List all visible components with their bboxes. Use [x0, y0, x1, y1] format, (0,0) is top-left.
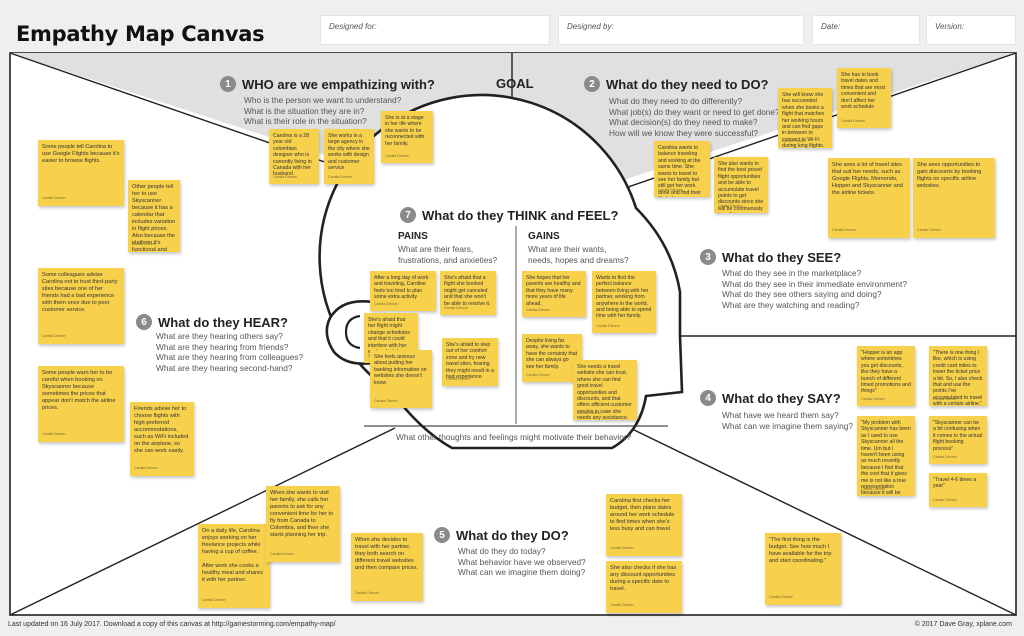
question: What are they watching and reading? — [722, 299, 860, 310]
do-heading: 5 What do they DO? — [434, 527, 569, 543]
sticky-note[interactable]: Some people warn her to be careful when … — [38, 366, 124, 442]
question: What do they see in their immediate envi… — [722, 278, 907, 289]
sticky-note[interactable]: She sees opportunities to gain discounts… — [913, 158, 995, 238]
sticky-note[interactable]: "Travel 4-6 times a year"Camila Dierzer — [929, 473, 987, 507]
heading-label: What do they SEE? — [722, 249, 842, 265]
sticky-note[interactable]: She works in a large agency in the city … — [324, 129, 374, 184]
hear-heading: 6 What do they HEAR? — [136, 314, 288, 330]
sticky-note[interactable]: Despite living far away, she wants to ha… — [522, 334, 582, 382]
page-title: Empathy Map Canvas — [16, 22, 265, 46]
sticky-note[interactable]: When she wants to visit her family, she … — [266, 486, 340, 562]
question: How will we know they were successful? — [609, 127, 758, 138]
sticky-note[interactable]: She is at a stage in her life where she … — [381, 111, 433, 163]
do-questions: What do they do today? What behavior hav… — [458, 546, 586, 578]
sticky-note[interactable]: When she decides to travel with her part… — [351, 533, 423, 601]
gains-title: GAINS — [528, 231, 560, 242]
sticky-note[interactable]: She also wants to find the best priced f… — [714, 157, 768, 213]
question: What are they hearing from friends? — [156, 341, 289, 352]
sticky-note[interactable]: She has to book travel dates and times t… — [837, 68, 891, 128]
think-feel-heading: 7 What do they THINK and FEEL? — [400, 207, 618, 223]
question: frustrations, and anxieties? — [398, 254, 498, 265]
sticky-note[interactable]: Friends advise her to choose flights wit… — [130, 402, 194, 476]
question: What decision(s) do they need to make? — [609, 117, 758, 128]
question: What are their fears, — [398, 244, 474, 254]
sticky-note[interactable]: Other people tell her to use Skyscanner … — [128, 180, 180, 252]
think-bottom-question: What other thoughts and feelings might m… — [396, 432, 632, 442]
say-questions: What have we heard them say? What can we… — [722, 410, 853, 431]
sticky-note[interactable]: "My problem with Skyscanner has been as … — [857, 416, 915, 496]
heading-label: WHO are we empathizing with? — [242, 76, 435, 92]
sticky-note[interactable]: She sees a lot of travel sites that suit… — [828, 158, 910, 238]
question: What have we heard them say? — [722, 410, 839, 420]
version-field[interactable]: Version: — [926, 15, 1016, 45]
question: What is the situation they are in? — [244, 105, 365, 116]
say-heading: 4 What do they SAY? — [700, 390, 841, 406]
who-heading: 1 WHO are we empathizing with? — [220, 76, 435, 92]
question: What can we imagine them saying? — [722, 420, 853, 431]
footer-left: Last updated on 16 July 2017. Download a… — [8, 621, 336, 628]
section-number: 4 — [700, 390, 716, 406]
question: What behavior have we observed? — [458, 556, 586, 567]
sticky-note[interactable]: Carolina is a 28 year old colombian desi… — [269, 129, 319, 184]
sticky-note[interactable]: Carolina first checks her budget, then p… — [606, 494, 682, 556]
see-questions: What do they see in the marketplace? Wha… — [722, 268, 907, 310]
designed-for-field[interactable]: Designed for: — [320, 15, 550, 45]
date-field[interactable]: Date: — [812, 15, 920, 45]
section-number: 5 — [434, 527, 450, 543]
sticky-note[interactable]: "Hopper is an app where sometimes you ge… — [857, 346, 915, 406]
sticky-note[interactable]: Wants to find the perfect balance betwee… — [592, 271, 656, 333]
question: What are they hearing from colleagues? — [156, 352, 304, 363]
section-number: 7 — [400, 207, 416, 223]
see-heading: 3 What do they SEE? — [700, 249, 841, 265]
question: Who is the person we want to understand? — [244, 95, 402, 105]
sticky-note[interactable]: On a daily life, Carolina enjoys working… — [198, 524, 270, 608]
question: What can we imagine them doing? — [458, 567, 586, 578]
question: What are they hearing others say? — [156, 331, 283, 341]
question: needs, hopes and dreams? — [528, 254, 629, 265]
question: What job(s) do they want or need to get … — [609, 106, 780, 117]
sticky-note[interactable]: After a long day of work and traveling, … — [370, 271, 436, 311]
section-number: 6 — [136, 314, 152, 330]
do-need-heading: 2 What do they need to DO? — [584, 76, 769, 92]
question: What are they hearing second-hand? — [156, 362, 293, 373]
sticky-note[interactable]: "Skyscanner can be a bit confusing when … — [929, 416, 987, 464]
who-questions: Who is the person we want to understand?… — [244, 95, 401, 127]
sticky-note[interactable]: She's afraid to step out of her comfort … — [442, 338, 498, 386]
do-need-questions: What do they need to do differently? Wha… — [609, 96, 780, 138]
footer-right: © 2017 Dave Gray, xplane.com — [914, 621, 1012, 628]
section-number: 1 — [220, 76, 236, 92]
pains-questions: What are their fears, frustrations, and … — [398, 244, 497, 265]
sticky-note[interactable]: She hopes that her parents are healthy a… — [522, 271, 586, 317]
question: What do they see others saying and doing… — [722, 289, 882, 300]
pains-title: PAINS — [398, 231, 428, 242]
question: What are their wants, — [528, 244, 607, 254]
sticky-note[interactable]: She's afraid that a flight she booked mi… — [440, 271, 496, 315]
question: What do they need to do differently? — [609, 96, 743, 106]
sticky-note[interactable]: Carolina wants to balance traveling and … — [654, 141, 710, 197]
goal-label: GOAL — [496, 76, 534, 91]
sticky-note[interactable]: Some colleagues advise Carolina not to t… — [38, 268, 124, 344]
sticky-note[interactable]: She will know she has succeeded when she… — [778, 88, 832, 148]
question: What is their role in the situation? — [244, 116, 367, 127]
sticky-note[interactable]: She feels anxious about putting her bank… — [370, 350, 432, 408]
sticky-note[interactable]: She also checks if she has any discount … — [606, 561, 682, 613]
question: What do they see in the marketplace? — [722, 268, 862, 278]
sticky-note[interactable]: Some people tell Carolina to use Google … — [38, 140, 124, 206]
section-number: 2 — [584, 76, 600, 92]
hear-questions: What are they hearing others say? What a… — [156, 331, 303, 373]
question: What do they do today? — [458, 546, 546, 556]
designed-by-field[interactable]: Designed by: — [558, 15, 804, 45]
gains-questions: What are their wants, needs, hopes and d… — [528, 244, 629, 265]
heading-label: What do they HEAR? — [158, 314, 288, 330]
heading-label: What do they THINK and FEEL? — [422, 207, 619, 223]
heading-label: What do they SAY? — [722, 390, 841, 406]
sticky-note[interactable]: "The first thing is the budget. See how … — [765, 533, 841, 605]
sticky-note[interactable]: "There is one thing I like, which is usi… — [929, 346, 987, 406]
heading-label: What do they DO? — [456, 527, 569, 543]
section-number: 3 — [700, 249, 716, 265]
sticky-note[interactable]: She needs a travel website she can trust… — [573, 360, 637, 420]
heading-label: What do they need to DO? — [606, 76, 769, 92]
